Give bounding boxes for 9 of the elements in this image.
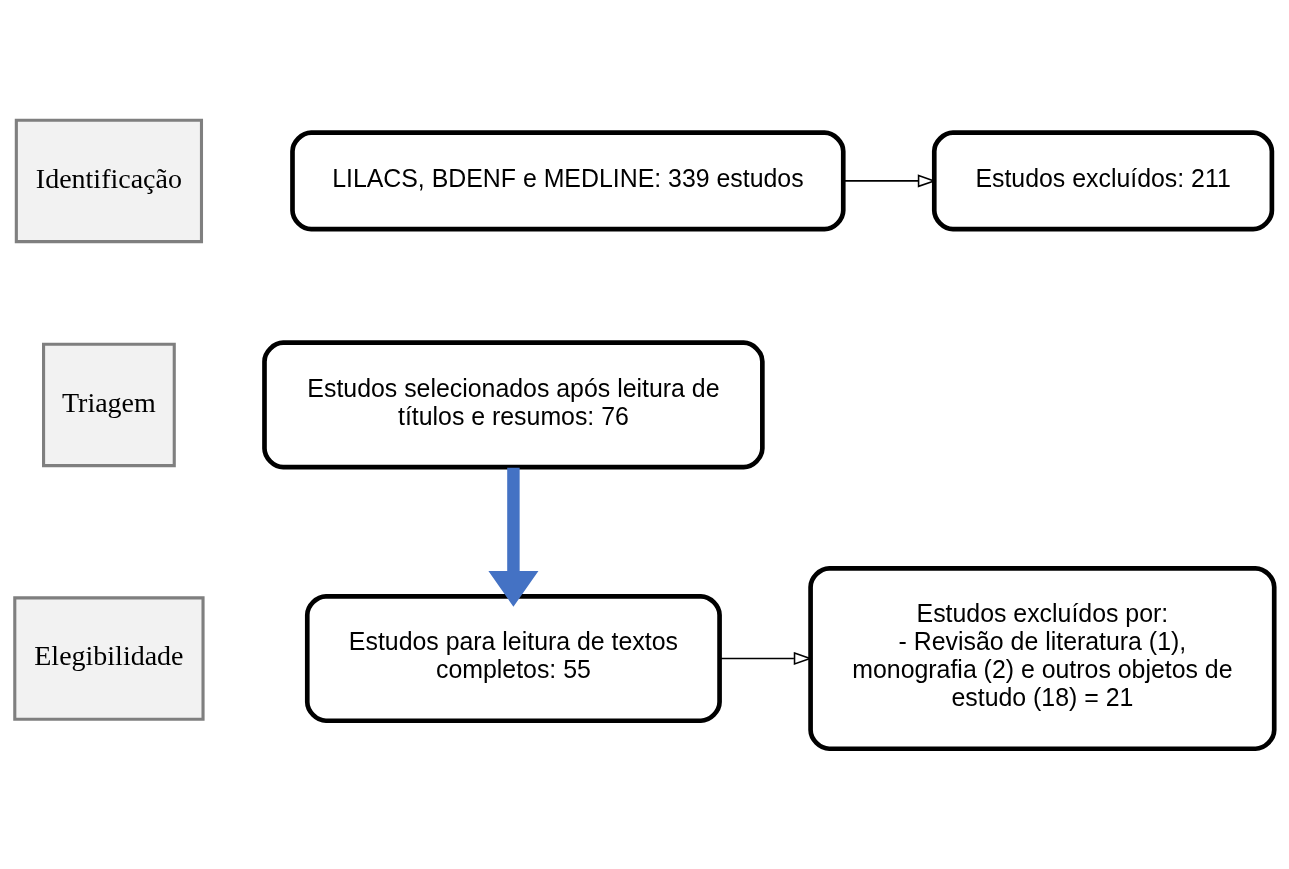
node-box: Identificação bbox=[14, 118, 204, 244]
node-box: Triagem bbox=[42, 342, 176, 468]
node-box: Elegibilidade bbox=[13, 596, 205, 721]
node-box: Estudos excluídos: 211 bbox=[931, 130, 1275, 232]
node-box: Estudos para leitura de textos completos: 55 bbox=[304, 593, 722, 724]
node-box: LILACS, BDENF e MEDLINE: 339 estudos bbox=[290, 130, 846, 232]
node-box: Estudos selecionados após leitura de títulos e resumos: 76 bbox=[262, 340, 765, 470]
arrow bbox=[488, 467, 539, 607]
node-box: Estudos excluídos por: - Revisão de literatura (1), monografia (2) e outros objetos de estudo (18) = 21 bbox=[808, 565, 1277, 752]
